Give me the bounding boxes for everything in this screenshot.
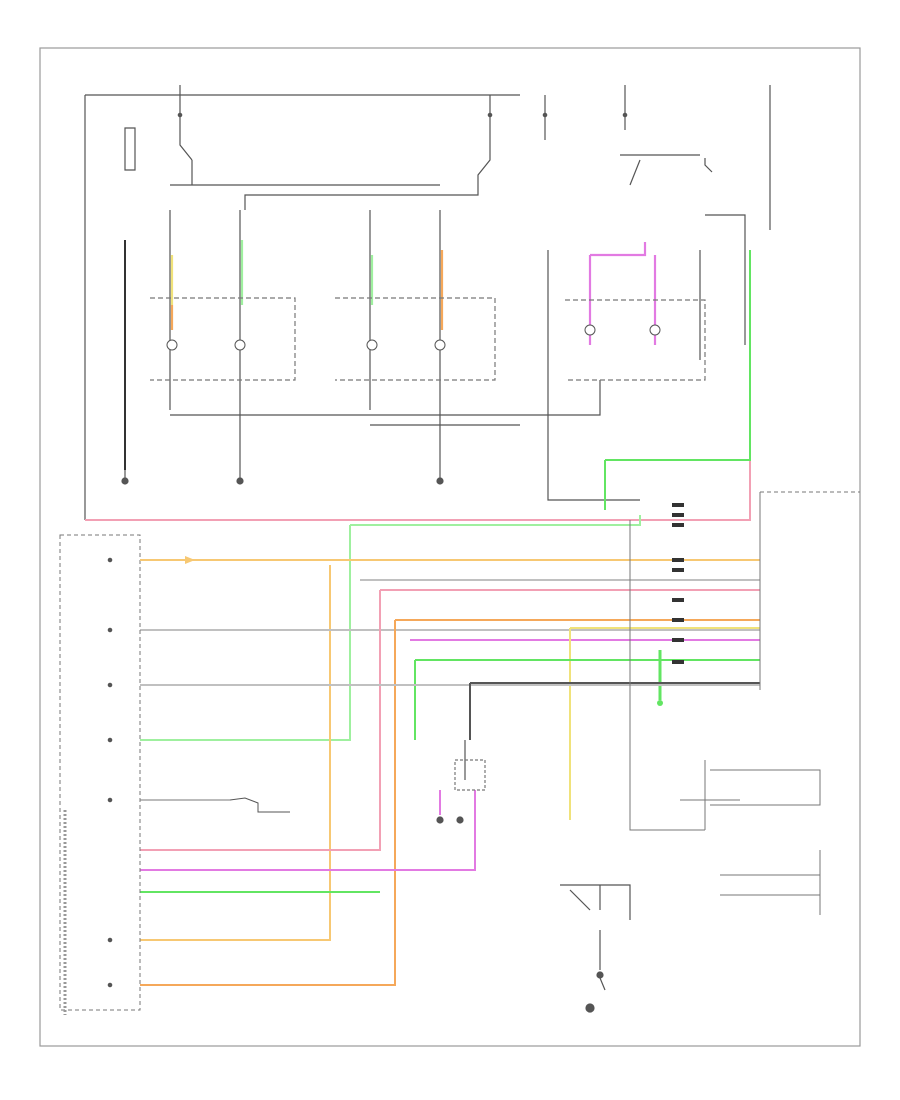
fuse-block-left: [84, 85, 546, 520]
right-hi-beam-bulb: [434, 339, 446, 351]
lamp-wiring: [124, 210, 746, 501]
right-fog-lamp-bulb: [649, 324, 661, 336]
left-fog-lamp-bulb: [584, 324, 596, 336]
diagram-frame: [39, 47, 861, 1047]
left-lo-beam-bulb: [234, 339, 246, 351]
fog-lamp-switch: [436, 740, 486, 824]
harness-wires: [85, 250, 760, 986]
bcm-pins: [657, 503, 684, 706]
lamp-bulbs: [166, 324, 661, 351]
switch-contacts: [107, 112, 628, 988]
instrument-cluster: [680, 769, 821, 915]
ground-g102-icon: [236, 477, 244, 485]
right-lo-beam-bulb: [366, 339, 378, 351]
left-hi-beam-bulb: [166, 339, 178, 351]
grounds: [121, 440, 444, 485]
dimmer-switch: [560, 884, 631, 1013]
ground-g101-icon: [121, 477, 129, 485]
headlamp-switch: [59, 534, 290, 1015]
body-control-module: [629, 491, 860, 831]
fuse-block-right: [620, 85, 771, 230]
ground-g103-icon: [436, 477, 444, 485]
